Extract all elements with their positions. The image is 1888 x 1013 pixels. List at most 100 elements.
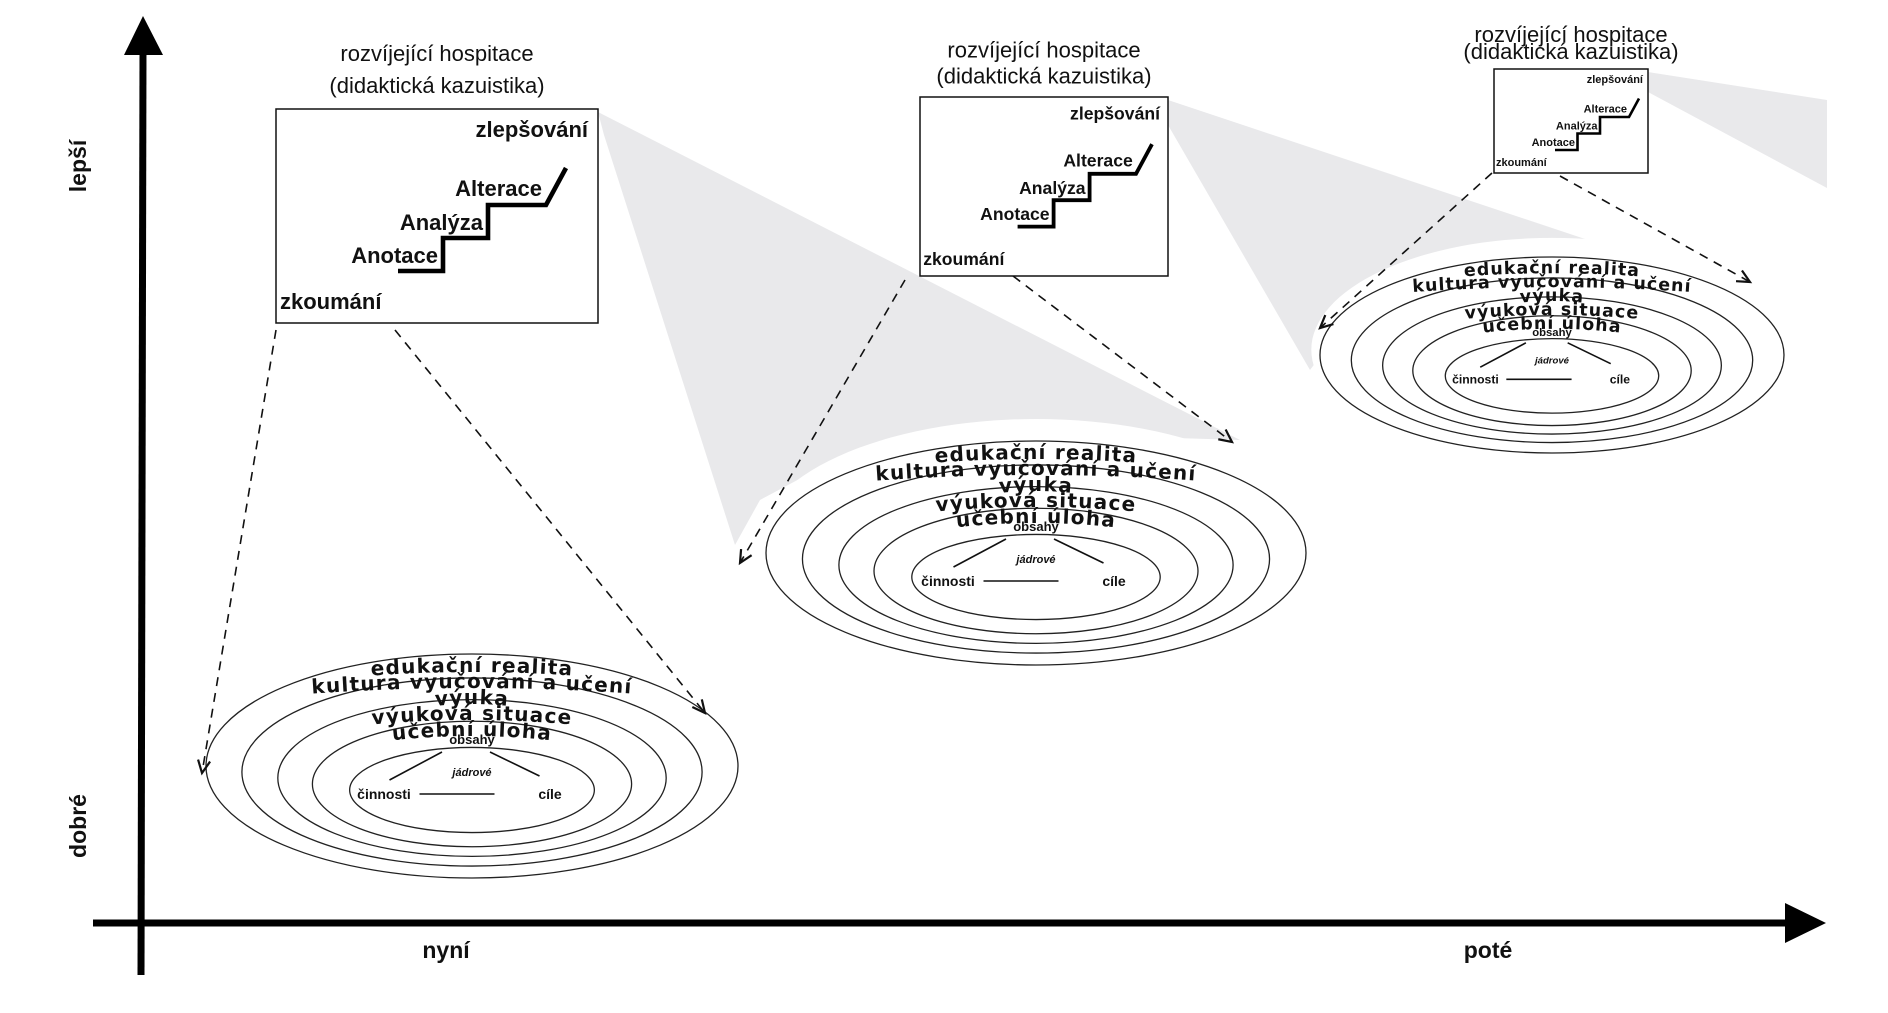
- panel-title-line1: rozvíjející hospitace: [340, 41, 533, 66]
- step-label: Analýza: [400, 210, 484, 235]
- ring-ellipse: [277, 698, 667, 858]
- ring-label: výuka: [1519, 286, 1585, 308]
- ring-ellipse: [1319, 256, 1785, 454]
- ring-ellipse: [241, 677, 703, 867]
- core-left-label: činnosti: [1452, 373, 1499, 387]
- arrowhead-icon: [1218, 429, 1235, 444]
- panel-box: [919, 96, 1169, 277]
- core-right-label: cíle: [1610, 373, 1631, 387]
- core-center-label: jádrové: [1533, 356, 1570, 367]
- step-label: Anotace: [980, 204, 1050, 224]
- core-triangle-line: [953, 538, 1007, 568]
- dashed-projection-arrow: [739, 279, 906, 564]
- step-label: Anotace: [351, 243, 438, 268]
- improvement-staircase: [398, 166, 569, 274]
- core-right-label: cíle: [1102, 573, 1126, 589]
- panel-bottom-label: zkoumání: [280, 289, 382, 314]
- core-triangle-line: [489, 751, 540, 777]
- panel-title-line1: rozvíjející hospitace: [1474, 22, 1667, 47]
- ring-label: edukační realita: [934, 440, 1138, 468]
- core-triangle-line: [1479, 342, 1527, 368]
- core-top-label: obsahy: [1013, 519, 1059, 534]
- panel-box: [1493, 68, 1649, 174]
- ring-ellipse: [911, 533, 1161, 621]
- arrowhead-icon: [738, 548, 753, 566]
- step-label: Analýza: [1019, 178, 1086, 198]
- improvement-staircase: [1017, 143, 1154, 229]
- step-label: Anotace: [1532, 137, 1575, 149]
- panel-title-line2: (didaktická kazuistika): [329, 73, 544, 98]
- panel-title-line1: rozvíjející hospitace: [947, 37, 1140, 62]
- ring-halo: [196, 632, 748, 888]
- ring-ellipse: [348, 746, 596, 834]
- step-label: Alterace: [1063, 151, 1133, 171]
- step-label: Alterace: [455, 176, 542, 201]
- improvement-staircase: [1555, 97, 1641, 152]
- dashed-projection-arrow: [1012, 275, 1233, 443]
- core-left-label: činnosti: [357, 786, 411, 802]
- core-left-label: činnosti: [921, 573, 975, 589]
- dashed-projection-arrow: [201, 329, 277, 774]
- dashed-arrows-layer: [197, 172, 1753, 776]
- ring-ellipse: [801, 464, 1271, 654]
- dashed-projection-arrow: [1559, 175, 1751, 283]
- panel-top-label: zlepšování: [1587, 74, 1644, 86]
- observation-panel-later: rozvíjející hospitace(didaktická kazuist…: [1463, 22, 1679, 174]
- ring-ellipse: [1381, 296, 1723, 435]
- panels-layer: rozvíjející hospitace(didaktická kazuist…: [275, 22, 1679, 324]
- ring-ellipse: [1350, 277, 1754, 444]
- ring-label: učební úloha: [391, 717, 554, 745]
- panel-title-line2: (didaktická kazuistika): [1463, 39, 1678, 64]
- ring-ellipse: [765, 440, 1307, 666]
- y-axis-bottom-label: dobré: [65, 794, 91, 858]
- core-center-label: jádrové: [450, 767, 491, 779]
- ring-ellipse: [311, 720, 633, 848]
- projection-wedge: [1648, 72, 1827, 188]
- axes: lepší dobré nyní poté: [65, 16, 1826, 976]
- projection-wedges: [598, 72, 1827, 545]
- y-axis-line: [137, 49, 147, 976]
- ring-label: výuková situace: [935, 488, 1138, 516]
- ring-label: výuka: [434, 685, 510, 711]
- panel-box: [275, 108, 599, 324]
- ring-ellipse: [1412, 315, 1692, 427]
- panel-top-label: zlepšování: [1070, 103, 1161, 123]
- core-right-label: cíle: [538, 786, 562, 802]
- core-top-label: obsahy: [1532, 327, 1572, 339]
- core-triangle-line: [389, 751, 443, 781]
- ring-label: výuková situace: [371, 701, 574, 729]
- observation-panel-now: rozvíjející hospitace (didaktická kazuist…: [275, 41, 599, 324]
- y-axis-top-label: lepší: [65, 138, 91, 192]
- panel-bottom-label: zkoumání: [1496, 157, 1548, 169]
- ring-ellipse: [1444, 337, 1660, 414]
- panel-bottom-label: zkoumání: [923, 249, 1005, 269]
- dashed-projection-arrow: [394, 329, 706, 714]
- core-top-label: obsahy: [449, 732, 495, 747]
- step-label: Analýza: [1556, 121, 1598, 133]
- ring-ellipse: [838, 485, 1234, 645]
- ring-ellipse: [873, 507, 1199, 635]
- y-axis-arrowhead-icon: [124, 16, 163, 55]
- projection-wedge: [598, 112, 1240, 545]
- x-axis-right-label: poté: [1464, 937, 1513, 963]
- x-axis-arrowhead-icon: [1785, 903, 1826, 943]
- observation-panel-middle: rozvíjející hospitace(didaktická kazuist…: [919, 37, 1169, 277]
- panel-title-line2: (didaktická kazuistika): [936, 63, 1151, 88]
- arrowhead-icon: [1318, 314, 1334, 330]
- arrowhead-icon: [197, 759, 211, 776]
- step-label: Alterace: [1584, 104, 1627, 116]
- core-triangle-line: [1053, 538, 1104, 564]
- x-axis-left-label: nyní: [422, 937, 471, 963]
- ring-label: výuka: [998, 472, 1074, 498]
- panel-top-label: zlepšování: [476, 117, 589, 142]
- arrowhead-icon: [1735, 269, 1753, 284]
- core-center-label: jádrové: [1014, 554, 1055, 566]
- ring-label: učební úloha: [955, 504, 1118, 532]
- projection-wedge: [1168, 100, 1738, 370]
- ring-label: edukační realita: [1463, 258, 1640, 281]
